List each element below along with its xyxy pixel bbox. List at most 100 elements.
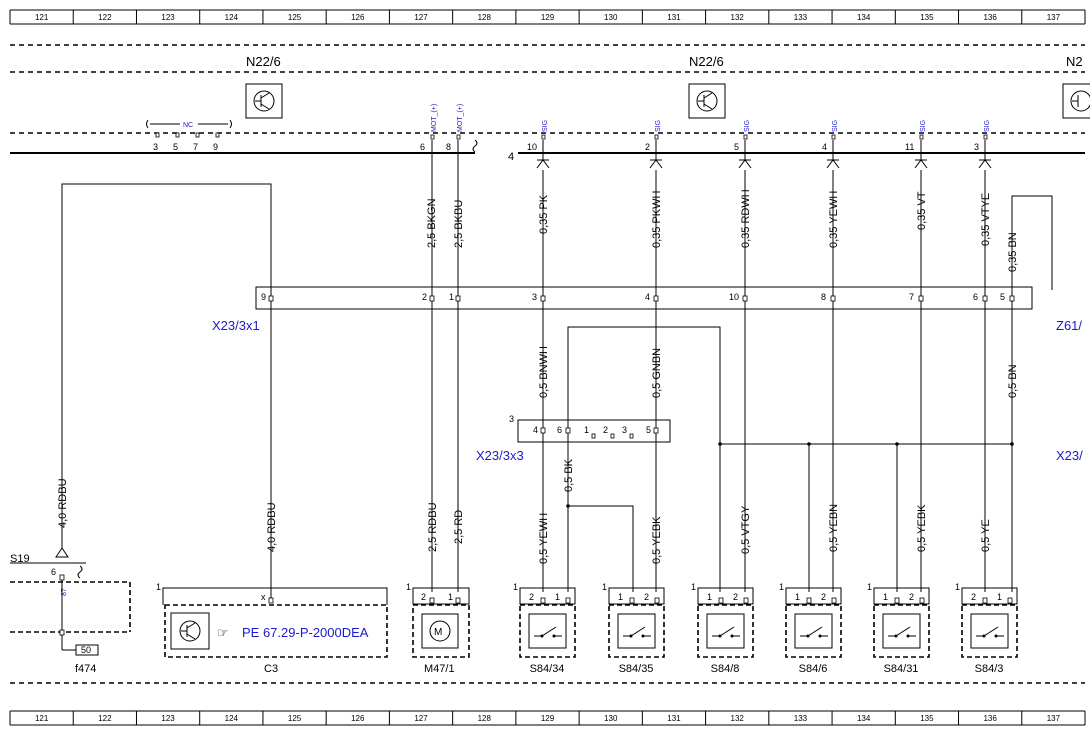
fuse-label: f474 xyxy=(75,663,96,675)
transistor-icon xyxy=(1062,83,1090,119)
wire-label-rdbu-c3: 4,0 RDBU xyxy=(266,502,278,552)
wire-label-gnbn: 0,5 GNBN xyxy=(651,348,663,398)
module-pin-11: 11 xyxy=(905,142,914,152)
s19-pin: 6 xyxy=(51,567,56,577)
m47-number: 1 xyxy=(406,582,411,592)
module-label-left: N22/6 xyxy=(246,54,281,69)
svg-text:M: M xyxy=(434,627,442,638)
grid-cell-label: 133 xyxy=(794,13,808,22)
transistor-icon xyxy=(170,612,210,650)
s19-component: S19 6 87 xyxy=(10,547,131,650)
switch-number: 1 xyxy=(513,582,518,592)
wire-label-yebk-2: 0,5 YEBK xyxy=(916,504,928,552)
m47-component: 1 2 1 M M47/1 xyxy=(406,582,470,675)
switch-pin-b: 2 xyxy=(733,592,738,602)
grid-cell-label: 124 xyxy=(225,13,239,22)
signal-sig-1: SIG xyxy=(542,120,549,132)
grid-cell-label: 134 xyxy=(857,714,871,723)
x3-pin-1: 1 xyxy=(584,425,589,435)
x1-pin-10: 10 xyxy=(729,292,739,302)
c3-number: 1 xyxy=(156,582,161,592)
grid-cell-label: 126 xyxy=(351,13,365,22)
x3-pin-4: 4 xyxy=(533,425,538,435)
grid-cell-label: 132 xyxy=(731,13,745,22)
x1-pin-3: 3 xyxy=(532,292,537,302)
nc-pin-3: 3 xyxy=(153,142,158,152)
module-label-right: N22/6 xyxy=(689,54,724,69)
x3-pin-6: 6 xyxy=(557,425,562,435)
switch-icon xyxy=(882,613,921,649)
x1-pin-9: 9 xyxy=(261,292,266,302)
grid-cell-label: 135 xyxy=(920,714,934,723)
wire-label-bkgn: 2,5 BKGN xyxy=(426,198,438,248)
switch-icon xyxy=(706,613,745,649)
wire-label-vtgy: 0,5 VTGY xyxy=(740,505,752,554)
c3-reference-link[interactable]: PE 67.29-P-2000DEA xyxy=(242,625,369,640)
grid-cell-label: 123 xyxy=(161,13,175,22)
grid-cell-label: 132 xyxy=(731,714,745,723)
module-pin-4: 4 xyxy=(822,142,827,152)
connector-x23-3x3: 3 4 6 1 2 3 5 xyxy=(509,414,671,443)
wire-label-rdwh: 0,35 RDWH xyxy=(740,189,752,248)
nc-pin-5: 5 xyxy=(173,142,178,152)
c3-component: 1 x ☞ PE 67.29-P-2000DEA C3 xyxy=(156,582,388,675)
m47-pin-1: 1 xyxy=(448,592,453,602)
grid-cell-label: 129 xyxy=(541,714,555,723)
switch-pin-a: 1 xyxy=(883,592,888,602)
grid-cell-label: 129 xyxy=(541,13,555,22)
grid-cell-label: 125 xyxy=(288,714,302,723)
x1-pin-1: 1 xyxy=(449,292,454,302)
module-pin-2: 2 xyxy=(645,142,650,152)
switch-pin-b: 1 xyxy=(555,592,560,602)
grid-cell-label: 125 xyxy=(288,13,302,22)
switch-icon xyxy=(794,613,833,649)
signal-sig-4: SIG xyxy=(832,120,839,132)
grid-cell-label: 135 xyxy=(920,13,934,22)
grid-cell-label: 126 xyxy=(351,714,365,723)
connector-label-x23-3x1: X23/3x1 xyxy=(212,318,260,333)
grid-cell-label: 136 xyxy=(983,13,997,22)
transistor-icon xyxy=(688,83,726,119)
switch-number: 1 xyxy=(867,582,872,592)
switch-pin-b: 2 xyxy=(909,592,914,602)
switch-pin-a: 1 xyxy=(618,592,623,602)
signal-mot-1: MOT_(+) xyxy=(431,104,438,132)
fuse-value: 50 xyxy=(81,645,91,655)
x1-pin-4: 4 xyxy=(645,292,650,302)
switch-label: S84/8 xyxy=(711,663,740,675)
grid-cell-label: 127 xyxy=(414,714,428,723)
grid-cell-label: 128 xyxy=(478,13,492,22)
m47-pin-2: 2 xyxy=(421,592,426,602)
s19-pin87: 87 xyxy=(61,588,68,596)
x1-pin-6: 6 xyxy=(973,292,978,302)
x3-number: 3 xyxy=(509,414,514,424)
transistor-icon xyxy=(245,83,283,119)
switch-number: 1 xyxy=(779,582,784,592)
switch-pin-b: 2 xyxy=(821,592,826,602)
x1-pin-8: 8 xyxy=(821,292,826,302)
wire-label-pk: 0,35 PK xyxy=(538,194,550,234)
wire-label-vt: 0,35 VT xyxy=(916,191,928,230)
grid-cell-label: 131 xyxy=(667,714,681,723)
nc-pin-7: 7 xyxy=(193,142,198,152)
switch-icon xyxy=(970,613,1009,649)
signal-sig-6: SIG xyxy=(984,120,991,132)
switch-label: S84/35 xyxy=(619,663,654,675)
connector-label-x23-edge: X23/ xyxy=(1056,448,1083,463)
grid-cell-label: 122 xyxy=(98,13,112,22)
connector-label-x23-3x3: X23/3x3 xyxy=(476,448,524,463)
x3-pin-5: 5 xyxy=(646,425,651,435)
switch-pin-a: 2 xyxy=(529,592,534,602)
wire-label-yebn: 0,5 YEBN xyxy=(828,504,840,552)
switch-pin-b: 1 xyxy=(997,592,1002,602)
grid-cell-label: 130 xyxy=(604,13,618,22)
switch-pin-b: 2 xyxy=(644,592,649,602)
grid-cell-label: 137 xyxy=(1047,714,1061,723)
